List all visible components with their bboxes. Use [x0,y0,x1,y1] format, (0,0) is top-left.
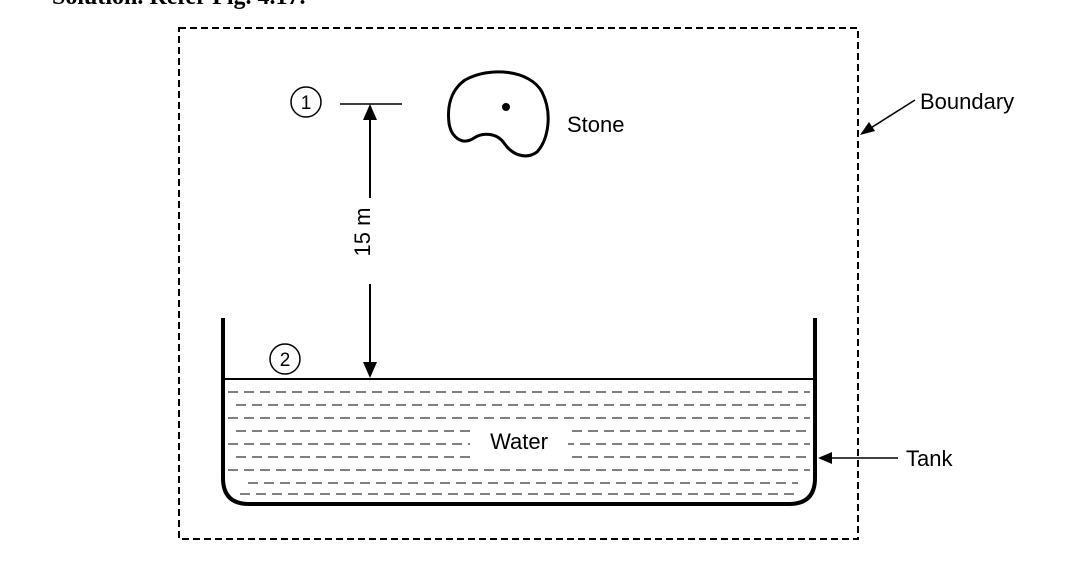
stone-label: Stone [567,112,625,137]
height-dimension-arrow [363,104,377,378]
state-2-circle [269,343,301,375]
state-1-label: 1 [301,93,312,114]
system-boundary [178,27,859,540]
state-2-label: 2 [280,350,291,371]
boundary-label: Boundary [920,89,1014,114]
water-label: Water [490,429,548,454]
state-1-circle [290,86,322,118]
tank-label: Tank [906,446,953,471]
height-dimension-label: 15 m [350,208,375,257]
boundary-pointer-arrow [860,99,916,135]
tank-pointer-arrow [818,452,898,464]
tank-walls [221,318,817,506]
stone-shape [447,70,550,158]
water-label-backdrop [470,424,568,458]
stone-center-of-mass-dot [502,103,510,111]
figure-caption: Solution. Refer Fig. 4.17. [52,0,306,11]
